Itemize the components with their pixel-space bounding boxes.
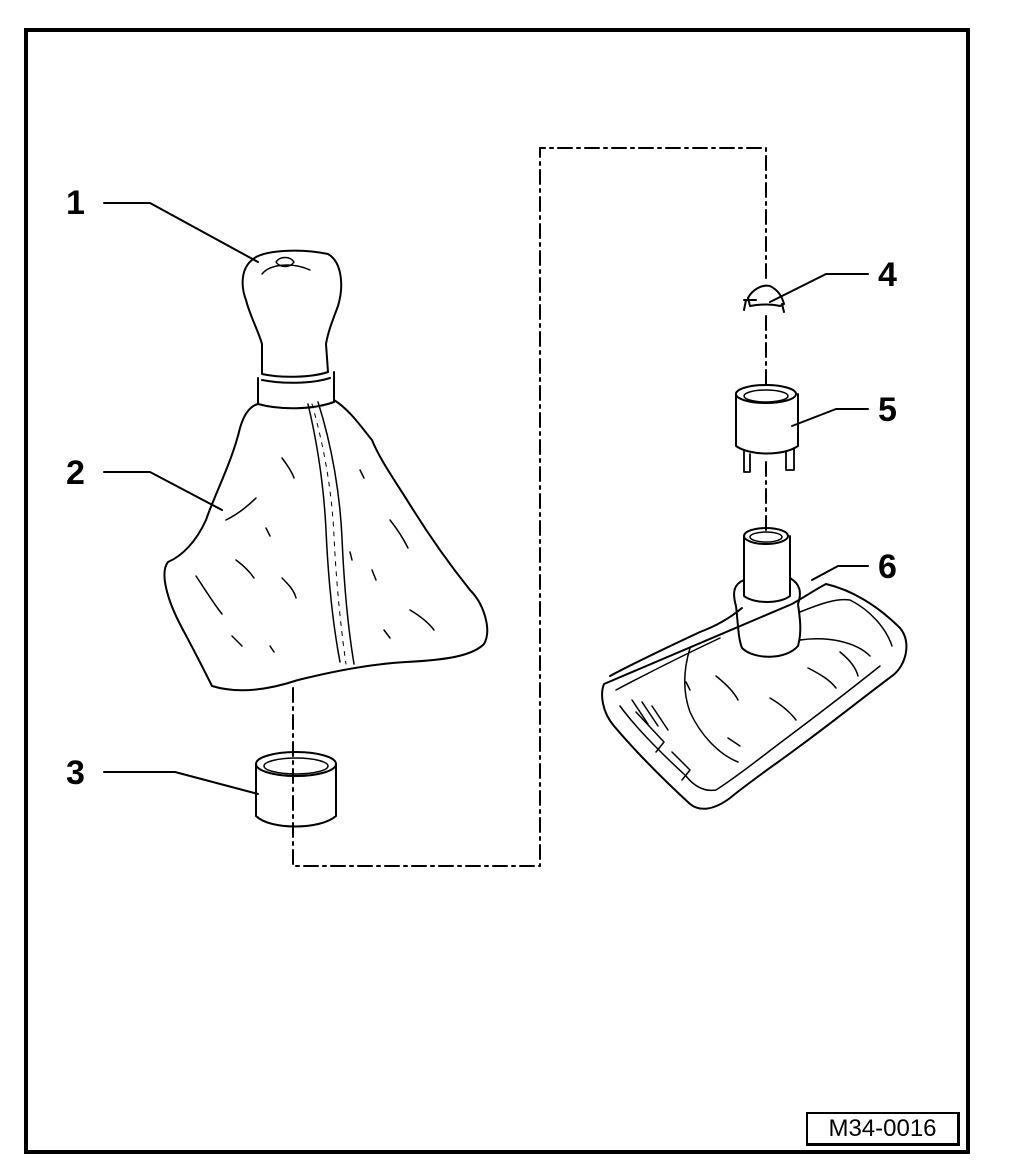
leader-line-6 (811, 565, 869, 581)
callout-2: 2 (66, 454, 85, 492)
callout-3: 3 (66, 754, 85, 792)
boot-part (163, 399, 489, 692)
leader-line-2 (103, 471, 223, 511)
callout-1: 1 (66, 184, 85, 222)
leader-line-1 (103, 202, 259, 263)
shift-housing-part (601, 527, 908, 810)
callout-6: 6 (878, 548, 897, 586)
diagram-frame (24, 28, 970, 1154)
assembly-lines (292, 147, 767, 867)
leader-line-3 (103, 771, 259, 795)
clip-part (743, 284, 785, 313)
boot-creases (195, 457, 435, 653)
ring-part (255, 751, 337, 828)
knob-part (241, 249, 343, 410)
leader-lines (103, 202, 869, 795)
figure-id-label: M34-0016 (806, 1112, 960, 1146)
housing-boot-creases (685, 651, 859, 747)
assembly-line-main (292, 147, 767, 867)
callout-4: 4 (878, 256, 897, 294)
sleeve-part (735, 384, 799, 473)
callout-5: 5 (878, 391, 897, 429)
leader-line-5 (791, 408, 869, 427)
leader-line-4 (769, 273, 869, 303)
